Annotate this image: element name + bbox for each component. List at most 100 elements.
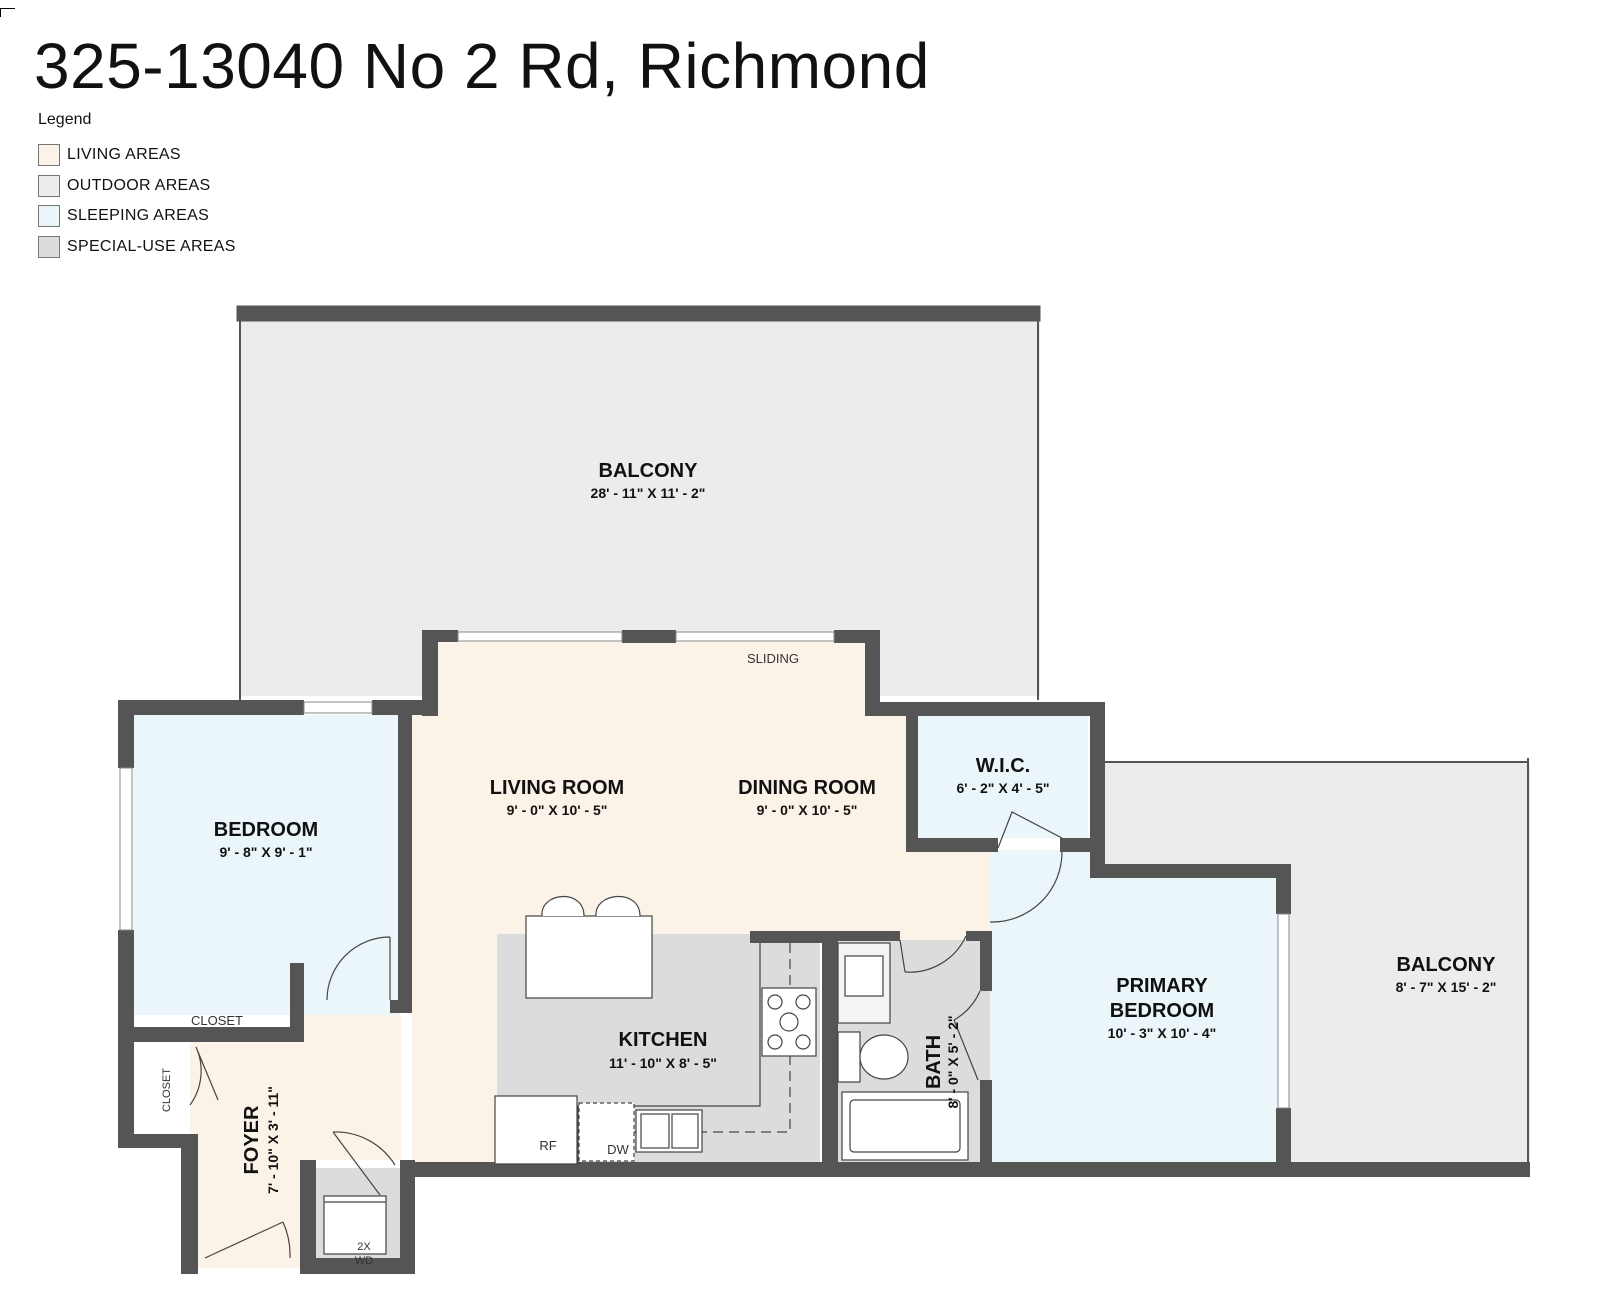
bath-sink <box>844 955 884 997</box>
fixtures <box>323 895 969 1255</box>
room-name-wic: W.I.C. <box>976 755 1030 777</box>
bath-door-top <box>899 935 967 973</box>
legend-item-sleeping: SLEEPING AREAS <box>38 205 209 227</box>
wall <box>118 1040 134 1147</box>
foyer-closet-label-group: CLOSET <box>161 1068 173 1112</box>
burner <box>795 1034 811 1050</box>
kitchen-counter <box>577 943 761 1164</box>
wall <box>980 1080 992 1164</box>
room-name-bath: BATH <box>923 1035 945 1089</box>
bedroom-closet-label: CLOSET <box>191 1013 243 1028</box>
room-dims-wic: 6' - 2" X 4' - 5" <box>956 780 1049 796</box>
wall <box>865 630 880 716</box>
burner <box>795 994 811 1010</box>
room-dims-kitchen: 11' - 10" X 8' - 5" <box>609 1055 717 1071</box>
laundry-door <box>332 1131 396 1196</box>
doors <box>189 811 1063 1259</box>
room-name-balcony: BALCONY <box>599 460 699 482</box>
wall <box>822 931 838 1164</box>
dishwasher-label: DW <box>607 1142 629 1157</box>
toilet-bowl <box>859 1034 909 1080</box>
wall <box>290 963 304 1042</box>
windows <box>119 631 1290 1109</box>
room-name-living-room: LIVING ROOM <box>490 777 624 799</box>
legend-swatch-sleeping <box>38 205 60 227</box>
walls <box>118 630 1530 1274</box>
legend-item-outdoor: OUTDOOR AREAS <box>38 175 210 197</box>
legend-label: SPECIAL-USE AREAS <box>67 238 236 255</box>
room-dims-dining-room: 9' - 0" X 10' - 5" <box>757 802 858 818</box>
wall <box>1276 864 1291 914</box>
wall <box>750 931 825 943</box>
wall <box>181 1134 198 1274</box>
railings <box>236 305 1529 1166</box>
wall <box>906 702 918 852</box>
room-dims-foyer: 7' - 10" X 3' - 11" <box>265 1086 281 1194</box>
wall <box>906 838 998 852</box>
primary-bedroom-area <box>990 850 1280 1164</box>
wall <box>300 1160 316 1274</box>
burner <box>767 1034 783 1050</box>
sliding-door-right <box>675 631 835 642</box>
wall <box>980 931 992 991</box>
bar-stool <box>541 895 585 917</box>
foyer-closet-door <box>189 1046 219 1106</box>
wall <box>400 1162 1530 1177</box>
room-dims-bath: 8' - 0" X 5' - 2" <box>945 1015 961 1108</box>
bar-stool <box>595 895 641 917</box>
sink-basin <box>671 1113 699 1149</box>
room-name-primary-bedroom-2: BEDROOM <box>1110 1000 1214 1022</box>
room-labels: BALCONY 28' - 11" X 11' - 2" LIVING ROOM… <box>161 460 1496 1267</box>
wic-area <box>918 716 1088 838</box>
living-dining-area <box>190 641 990 1268</box>
legend-item-living: LIVING AREAS <box>38 144 181 166</box>
room-dims-primary-bedroom: 10' - 3" X 10' - 4" <box>1108 1025 1217 1041</box>
room-dims-balcony: 28' - 11" X 11' - 2" <box>591 485 706 501</box>
room-dims-side-balcony: 8' - 7" X 15' - 2" <box>1396 979 1497 995</box>
bedroom-door <box>326 936 391 1001</box>
wall <box>1090 702 1105 878</box>
legend-label: LIVING AREAS <box>67 146 181 163</box>
room-dims-living-room: 9' - 0" X 10' - 5" <box>507 802 608 818</box>
bath-door-side <box>953 990 981 1081</box>
bath-label-group: BATH 8' - 0" X 5' - 2" <box>923 1015 961 1108</box>
legend-item-special: SPECIAL-USE AREAS <box>38 236 236 258</box>
entry-door <box>204 1221 291 1259</box>
refrigerator <box>494 1095 578 1165</box>
dishwasher <box>578 1102 635 1162</box>
room-name-dining-room: DINING ROOM <box>738 777 876 799</box>
toilet-tank <box>837 1031 861 1083</box>
wall <box>1060 838 1105 852</box>
room-name-foyer: FOYER <box>241 1105 263 1174</box>
wall <box>966 931 992 941</box>
room-name-side-balcony: BALCONY <box>1397 954 1497 976</box>
corner-crop-mark <box>0 8 15 17</box>
wall <box>118 930 134 1042</box>
room-name-kitchen: KITCHEN <box>619 1029 708 1051</box>
sliding-door-label: SLIDING <box>747 651 799 666</box>
sink-basin <box>640 1113 670 1149</box>
fridge-label: RF <box>539 1138 556 1153</box>
bedroom-window <box>303 701 373 714</box>
area-fills <box>133 320 1530 1268</box>
bedroom-side-window <box>119 767 133 931</box>
wall <box>865 702 1105 716</box>
room-name-primary-bedroom-1: PRIMARY <box>1116 975 1208 997</box>
washer-dryer <box>323 1195 387 1255</box>
wall <box>398 715 412 1013</box>
wic-door <box>989 811 1063 923</box>
legend-heading: Legend <box>38 111 92 128</box>
wall <box>838 931 900 941</box>
foyer-closet-label: CLOSET <box>161 1068 173 1112</box>
wall <box>1090 864 1290 878</box>
wall <box>118 1134 198 1148</box>
wall <box>372 700 437 715</box>
wall <box>400 1160 415 1274</box>
wall <box>622 630 676 643</box>
burner <box>767 994 783 1010</box>
laundry-label-1: 2X <box>357 1241 371 1253</box>
primary-bedroom-window <box>1277 913 1290 1109</box>
wall <box>118 1027 304 1042</box>
wall <box>422 630 458 642</box>
